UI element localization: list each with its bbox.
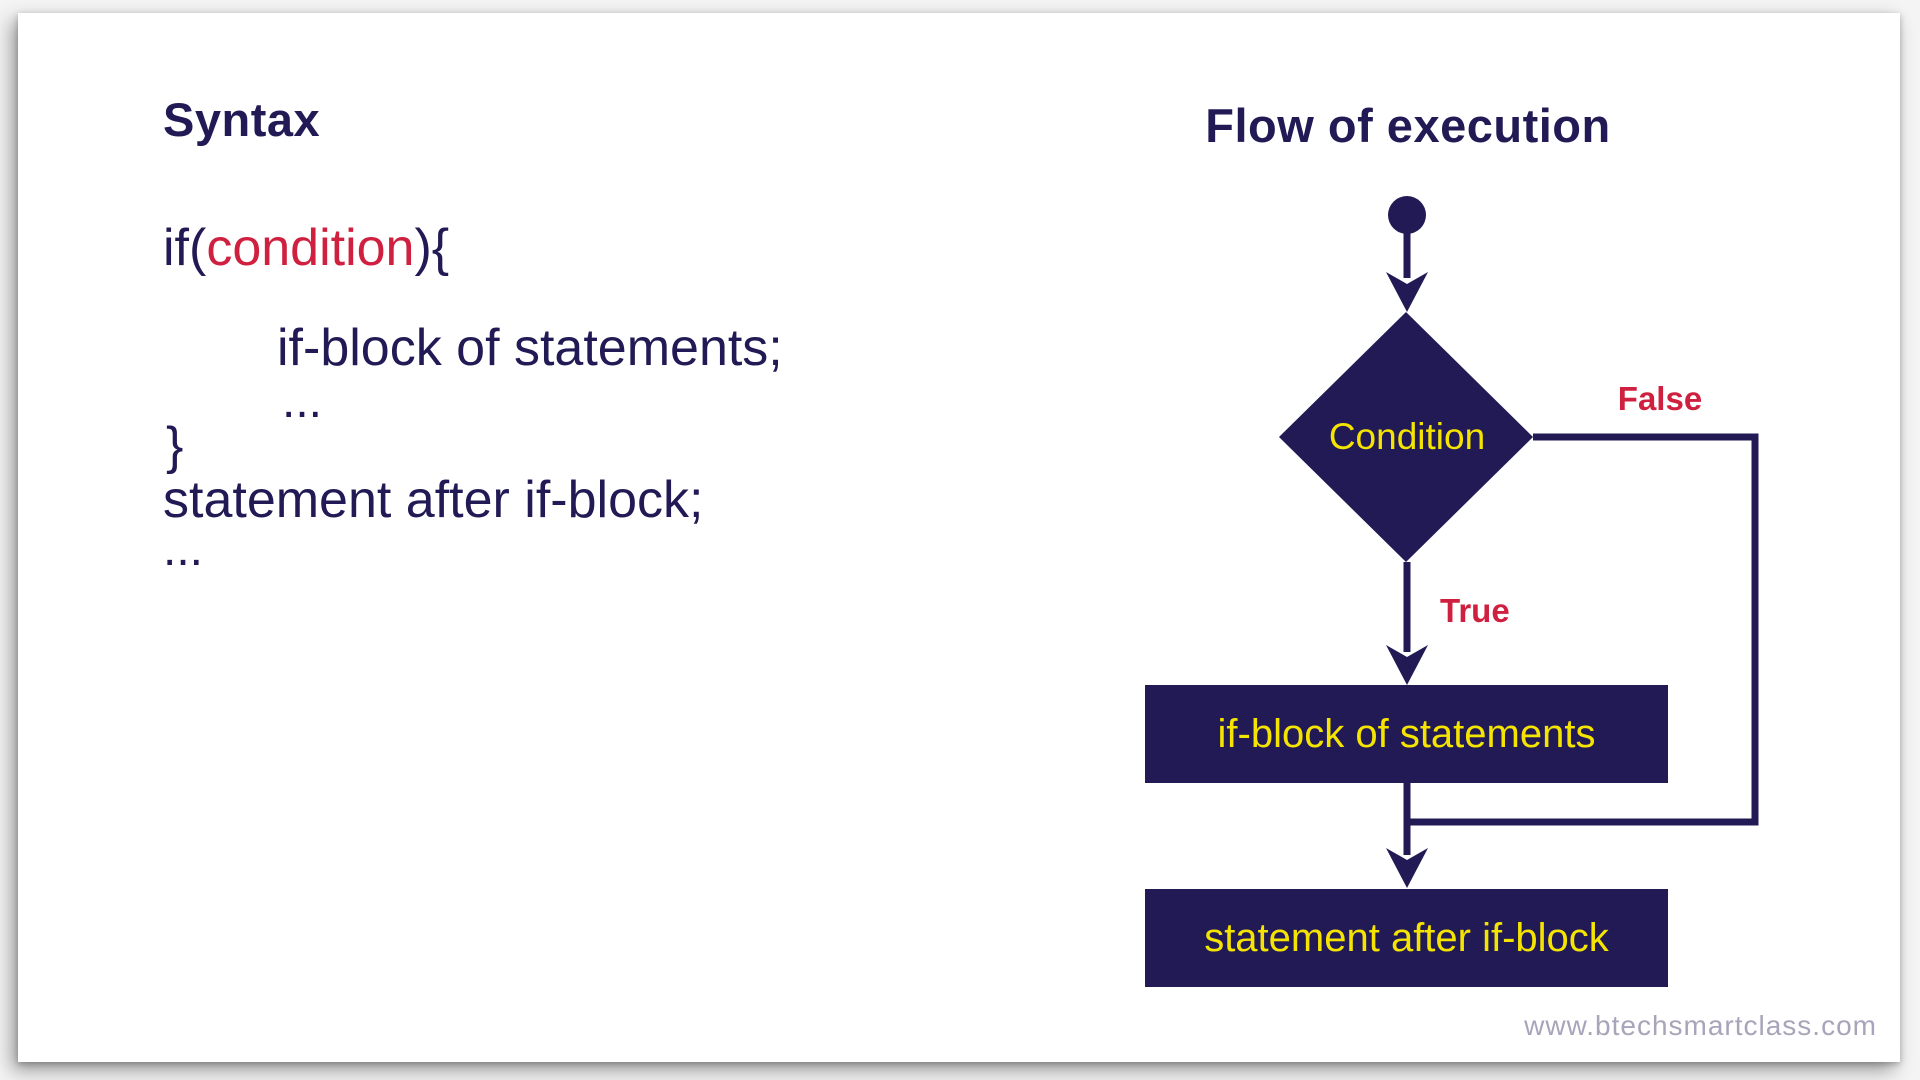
code-line-if: if(condition){ bbox=[163, 222, 449, 274]
condition-diamond bbox=[1279, 312, 1533, 562]
if-block-node: if-block of statements bbox=[1145, 685, 1668, 783]
code-line-if-block: if-block of statements; bbox=[277, 319, 783, 377]
condition-node-label: Condition bbox=[1328, 416, 1486, 457]
code-if-keyword: if( bbox=[163, 219, 207, 277]
statement-after-node: statement after if-block bbox=[1145, 889, 1668, 987]
false-edge-label: False bbox=[1617, 380, 1703, 417]
code-line-statement-after: statement after if-block; bbox=[163, 471, 704, 529]
watermark: www.btechsmartclass.com bbox=[1524, 1010, 1877, 1041]
code-line-ellipsis-outer: ... bbox=[163, 523, 204, 576]
code-condition: condition bbox=[206, 219, 415, 277]
code-line-close-brace: } bbox=[166, 417, 184, 475]
false-edge bbox=[1407, 433, 1759, 826]
true-edge-label: True bbox=[1440, 592, 1510, 629]
code-line-ellipsis-inner: ... bbox=[282, 375, 323, 428]
code-open-brace: ){ bbox=[414, 219, 450, 277]
true-arrowhead-icon bbox=[1386, 645, 1428, 685]
syntax-title: Syntax bbox=[163, 93, 321, 146]
start-arrowhead-icon bbox=[1386, 272, 1428, 312]
slide-card bbox=[18, 13, 1900, 1062]
flow-title: Flow of execution bbox=[1205, 99, 1611, 152]
start-node bbox=[1388, 196, 1426, 234]
merge-arrowhead-icon bbox=[1386, 848, 1428, 888]
